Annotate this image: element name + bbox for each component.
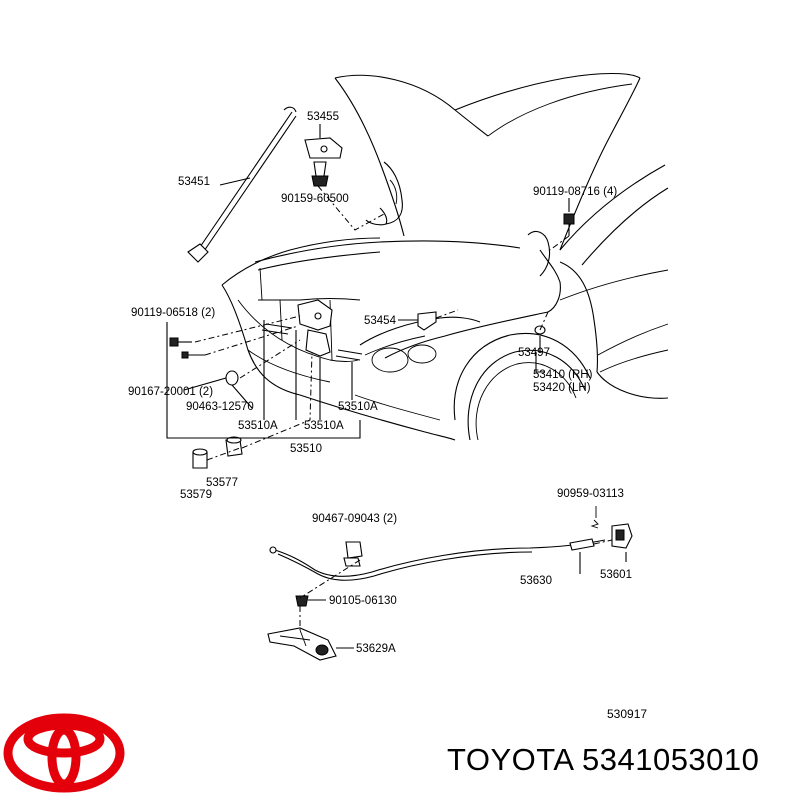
leader-lines <box>166 185 613 630</box>
label-53577: 53577 <box>206 477 238 489</box>
label-53454: 53454 <box>364 315 397 327</box>
label-53630: 53630 <box>520 575 552 587</box>
label-53601: 53601 <box>600 569 632 581</box>
label-90959-03113: 90959-03113 <box>557 488 624 500</box>
car-body-illustration <box>221 73 669 441</box>
label-90105-06130: 90105-06130 <box>329 595 397 607</box>
hood-stay-53451 <box>187 106 297 263</box>
logo-vertical-ellipse <box>47 725 81 789</box>
diagram-code: 530917 <box>607 707 648 721</box>
toyota-logo <box>3 713 125 793</box>
label-53420: 53420 (LH) <box>533 382 591 394</box>
logo-horizontal-ellipse <box>23 720 105 758</box>
label-53510a-center: 53510A <box>304 420 344 432</box>
label-53410: 53410 (RH) <box>533 369 593 381</box>
part-number-labels: 53455 53451 90159-60500 90119-08716 (4) … <box>128 111 632 655</box>
label-53629a: 53629A <box>356 643 396 655</box>
label-53455: 53455 <box>307 111 339 123</box>
label-90159-60500: 90159-60500 <box>281 193 349 205</box>
label-90463-12570: 90463-12570 <box>186 401 254 413</box>
label-53451: 53451 <box>178 176 210 188</box>
label-53510a-left: 53510A <box>238 420 278 432</box>
label-53579: 53579 <box>180 489 212 501</box>
label-90119-08716: 90119-08716 (4) <box>533 186 617 198</box>
label-53497: 53497 <box>518 347 550 359</box>
part-title: TOYOTA 5341053010 <box>447 742 760 777</box>
hood-release-cable <box>267 506 633 661</box>
label-53510: 53510 <box>290 443 322 455</box>
label-90167-20001: 90167-20001 (2) <box>128 386 213 398</box>
label-90119-06518: 90119-06518 (2) <box>131 307 215 319</box>
label-53510a-right: 53510A <box>338 401 378 413</box>
small-parts <box>169 124 575 469</box>
label-90467-09043: 90467-09043 (2) <box>312 513 397 525</box>
